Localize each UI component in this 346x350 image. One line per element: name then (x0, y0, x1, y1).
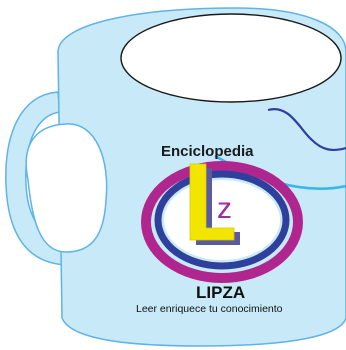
logo-letter-z: z (217, 192, 232, 225)
tagline: Leer enriquece tu conocimiento (136, 303, 283, 315)
logo-ring-middle (154, 170, 290, 270)
mug-handle-hole (25, 123, 108, 253)
logo-letter-l (189, 163, 235, 241)
header-text: Enciclopedia (161, 143, 254, 160)
logo-letter-l-shadow (196, 168, 240, 245)
lipza-logo-icon: z (141, 161, 303, 283)
mug-opening (120, 13, 342, 103)
logo-ring-outer (141, 161, 303, 283)
brand-name: LIPZA (196, 283, 245, 302)
